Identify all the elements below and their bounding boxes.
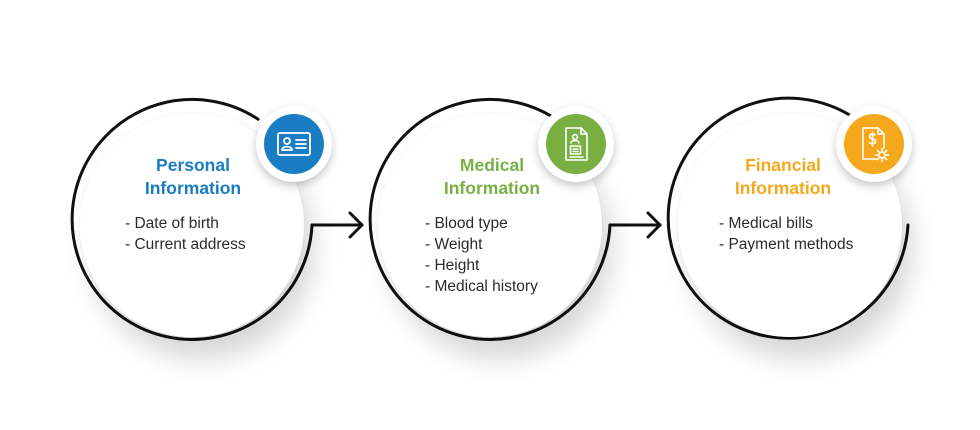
circle-outline-financial: [666, 96, 910, 340]
arrow-head-1: [348, 211, 364, 239]
financial-information-list: Medical bills Payment methods: [719, 213, 883, 255]
list-item: Current address: [125, 234, 293, 255]
list-item: Payment methods: [719, 234, 883, 255]
title-line-2: Information: [443, 178, 541, 198]
dollar-document-gear-icon: [862, 127, 890, 163]
title-line-1: Personal: [156, 155, 230, 175]
personal-information-list: Date of birth Current address: [125, 213, 293, 255]
medical-record-icon: [565, 127, 588, 161]
personal-information-title: Personal Information: [93, 154, 293, 200]
medical-icon-badge: [538, 106, 614, 182]
id-card-icon: [277, 132, 311, 156]
list-item: Date of birth: [125, 213, 293, 234]
list-item: Medical bills: [719, 213, 883, 234]
title-line-1: Financial: [745, 155, 821, 175]
list-item: Height: [425, 255, 592, 276]
list-item: Medical history: [425, 276, 592, 297]
personal-icon-badge: [256, 106, 332, 182]
title-line-2: Information: [144, 178, 242, 198]
medical-information-content: Medical Information Blood type Weight He…: [392, 154, 592, 297]
financial-information-title: Financial Information: [683, 154, 883, 200]
list-item: Blood type: [425, 213, 592, 234]
medical-information-title: Medical Information: [392, 154, 592, 200]
title-line-1: Medical: [459, 155, 525, 175]
medical-information-list: Blood type Weight Height Medical history: [425, 213, 592, 297]
personal-information-content: Personal Information Date of birth Curre…: [93, 154, 293, 255]
financial-icon-badge: [836, 106, 912, 182]
title-line-2: Information: [734, 178, 832, 198]
arrow-head-2: [646, 211, 662, 239]
financial-information-content: Financial Information Medical bills Paym…: [683, 154, 883, 255]
circle-outline-medical: [368, 97, 612, 341]
circle-outline-personal: [70, 97, 314, 341]
list-item: Weight: [425, 234, 592, 255]
